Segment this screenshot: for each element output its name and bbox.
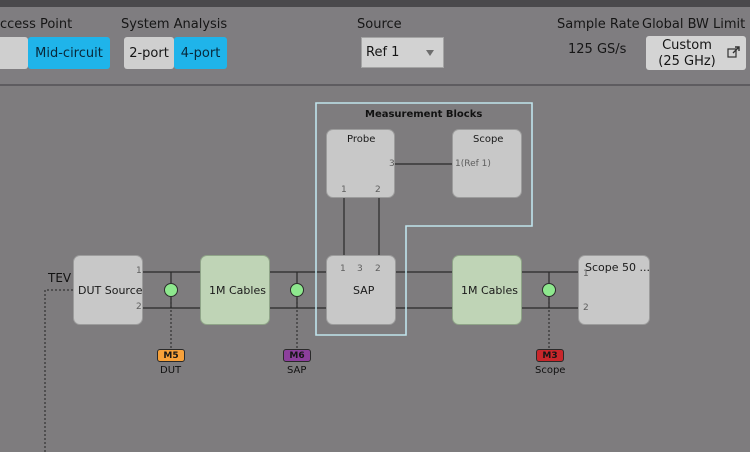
global-bw-limit-label: Global BW Limit xyxy=(642,17,746,32)
cable-block-left[interactable]: 1M Cables xyxy=(200,255,270,325)
access-point-option-left[interactable] xyxy=(0,37,28,69)
sap-block[interactable]: SAP 3 1 2 xyxy=(326,255,396,325)
access-point-label: ccess Point xyxy=(0,17,73,32)
source-label: Source xyxy=(357,17,402,32)
scope-block-label: Scope xyxy=(473,134,504,145)
source-dropdown[interactable]: Ref 1 xyxy=(361,37,444,68)
sample-rate-value: 125 GS/s xyxy=(568,42,627,57)
cable-block-right[interactable]: 1M Cables xyxy=(452,255,522,325)
dut-source-port-1: 1 xyxy=(136,266,142,276)
measurement-blocks-title: Measurement Blocks xyxy=(365,109,483,120)
sap-block-label: SAP xyxy=(353,284,375,297)
bw-value-line1: Custom xyxy=(662,38,712,53)
external-link-icon xyxy=(727,46,740,58)
marker-caption-scope: Scope xyxy=(535,365,566,376)
probe-port-1: 1 xyxy=(341,185,347,195)
probe-port-2: 2 xyxy=(375,185,381,195)
chevron-down-icon xyxy=(426,50,434,56)
sap-port-3: 3 xyxy=(357,264,363,274)
global-bw-limit-button[interactable]: Custom (25 GHz) xyxy=(646,36,746,70)
dut-source-block[interactable]: DUT Source 1 2 xyxy=(73,255,143,325)
probe-port-3: 3 xyxy=(389,159,395,169)
scope-50-block[interactable]: Scope 50 ... 1 2 xyxy=(578,255,650,325)
tev-label: TEV xyxy=(48,271,72,285)
test-point-dut[interactable] xyxy=(164,283,178,297)
probe-block-label: Probe xyxy=(347,134,376,145)
toolbar-divider xyxy=(0,84,750,86)
bw-value-line2: (25 GHz) xyxy=(658,54,716,69)
sap-port-2: 2 xyxy=(375,264,381,274)
scope-block[interactable]: Scope 1(Ref 1) xyxy=(452,129,522,198)
marker-caption-sap: SAP xyxy=(287,365,307,376)
test-point-scope[interactable] xyxy=(542,283,556,297)
source-dropdown-value: Ref 1 xyxy=(366,45,400,60)
marker-badge-m6[interactable]: M6 xyxy=(283,349,311,362)
scope-50-label: Scope 50 ... xyxy=(585,261,650,274)
system-analysis-2port-option[interactable]: 2-port xyxy=(124,37,174,69)
cable-left-label: 1M Cables xyxy=(209,284,266,297)
probe-block[interactable]: Probe 3 1 2 xyxy=(326,129,395,198)
system-analysis-4port-option[interactable]: 4-port xyxy=(174,37,227,69)
dut-source-label: DUT Source xyxy=(78,284,143,297)
dut-source-port-2: 2 xyxy=(136,302,142,312)
marker-badge-m5[interactable]: M5 xyxy=(157,349,185,362)
sap-port-1: 1 xyxy=(340,264,346,274)
marker-badge-m3[interactable]: M3 xyxy=(536,349,564,362)
top-strip xyxy=(0,0,750,7)
marker-caption-dut: DUT xyxy=(160,365,182,376)
scope-50-port-1: 1 xyxy=(583,269,589,279)
scope-50-port-2: 2 xyxy=(583,303,589,313)
test-point-sap[interactable] xyxy=(290,283,304,297)
cable-right-label: 1M Cables xyxy=(461,284,518,297)
scope-input-label: 1(Ref 1) xyxy=(455,159,491,169)
system-analysis-label: System Analysis xyxy=(121,17,228,32)
sample-rate-label: Sample Rate xyxy=(557,17,640,32)
analysis-toolbar: ccess Point Mid-circuit System Analysis … xyxy=(0,7,750,84)
access-point-option-mid-circuit[interactable]: Mid-circuit xyxy=(28,37,110,69)
